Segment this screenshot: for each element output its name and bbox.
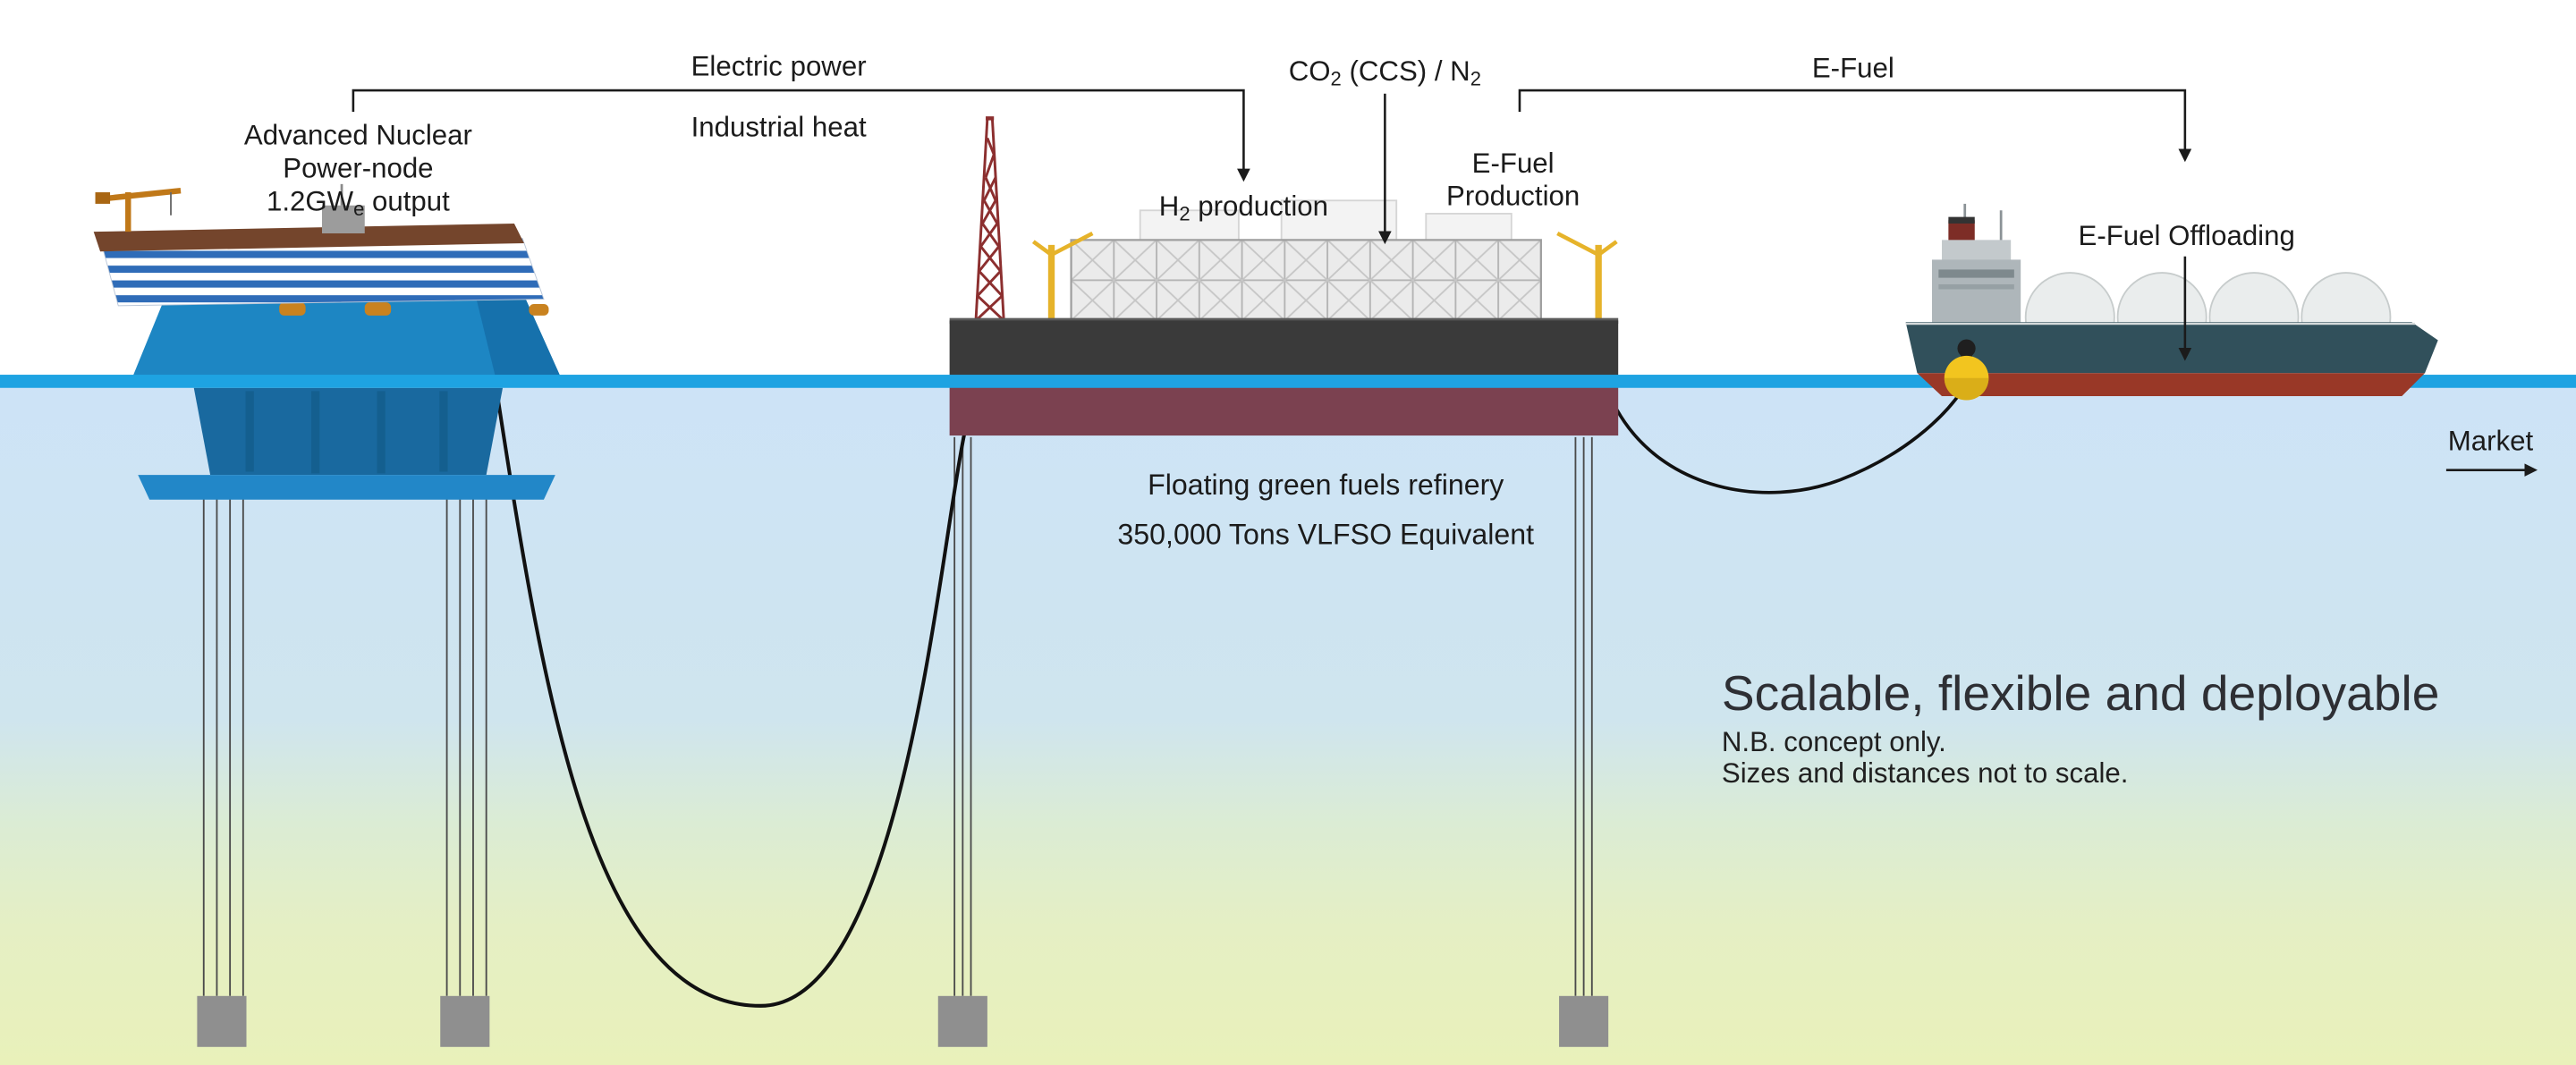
offloading-buoy [1944,339,1989,401]
process-module [1425,213,1513,244]
nuclear-output-label: 1.2GWe output [267,185,450,220]
barge-hull-submerged [949,381,1619,436]
industrial-heat-label: Industrial heat [691,112,867,143]
davit [279,302,306,316]
process-module [1280,199,1398,244]
mooring-lines-nuclear [202,497,487,996]
nuclear-hull [131,299,563,380]
h2-production-label: H2 production [1159,190,1328,225]
scaffold-modules [1070,239,1542,322]
efuel-production-label-line2: Production [1446,181,1580,212]
floating-refinery-barge [949,116,1619,436]
advanced-nuclear-power-node [93,183,563,500]
anchor-block [440,995,490,1047]
electric-power-label: Electric power [691,51,867,82]
market-label: Market [2448,426,2534,457]
mooring-lines-barge [953,436,1593,996]
efuel-label: E-Fuel [1812,52,1894,83]
process-module [1139,209,1240,244]
nuclear-node-label-line1: Advanced Nuclear [244,120,472,151]
efuel-arrow [1518,89,2192,163]
ship-hull-bottom [1917,373,2426,396]
ship-hull [1905,322,2438,374]
power-cable [496,397,967,1008]
flare-tower [974,116,1005,322]
efuel-offloading-label: E-Fuel Offloading [2079,220,2295,251]
equipment-box [322,205,365,233]
efuel-tanker-ship [1905,203,2438,396]
efuel-production-label-line1: E-Fuel [1472,148,1555,179]
nuclear-node-label-line2: Power-node [283,152,433,183]
co2-ccs-label: CO2 (CCS) / N2 [1289,55,1481,90]
electric-power-arrow [352,89,1250,182]
anchor-block [1559,995,1609,1047]
tagline-heading: Scalable, flexible and deployable [1722,665,2439,721]
refinery-caption: Floating green fuels refinery [1148,469,1504,501]
deck-crane-left [1031,231,1094,323]
anchor-block [937,995,987,1047]
tagline-note-2: Sizes and distances not to scale. [1722,757,2129,789]
davit [529,304,549,316]
tagline-note-1: N.B. concept only. [1722,726,1946,757]
deck-crane-icon [95,188,182,232]
refinery-capacity-caption: 350,000 Tons VLFSO Equivalent [1117,518,1534,550]
offloading-hose [1614,390,1963,494]
barge-hull [949,320,1619,382]
davit [364,302,392,316]
anchor-block [197,995,247,1047]
deck-crane-right [1556,231,1618,323]
